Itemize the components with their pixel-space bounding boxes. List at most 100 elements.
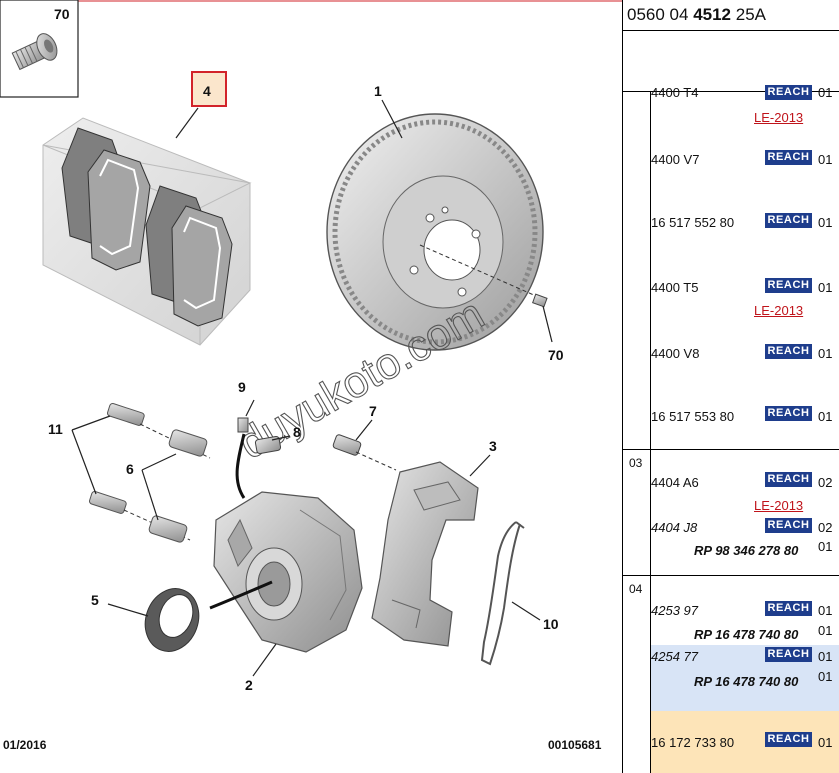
quantity: 01: [818, 735, 833, 750]
quantity: 01: [818, 649, 833, 664]
quantity: 01: [818, 409, 833, 424]
leader-11a: [71, 415, 111, 431]
bushing-upper[interactable]: [168, 429, 208, 457]
screw-axis: [419, 244, 537, 297]
reach-badge: REACH: [765, 278, 812, 293]
part-number[interactable]: 4400 T4: [651, 85, 699, 100]
leader-9: [245, 399, 255, 417]
quantity: 02: [818, 520, 833, 535]
alternate-part-number[interactable]: 4404 J8: [651, 520, 698, 535]
screw-70-inset[interactable]: [0, 0, 79, 98]
screw-70-disc[interactable]: [532, 293, 548, 308]
callout-9: 9: [238, 379, 246, 395]
bolt-axis: [355, 451, 397, 471]
leader-3: [469, 454, 491, 477]
leader-70: [542, 305, 553, 343]
part-number[interactable]: 16 517 553 80: [651, 409, 735, 424]
reach-badge: REACH: [765, 213, 812, 228]
part-number[interactable]: 16 517 552 80: [651, 215, 735, 230]
bushing-lower[interactable]: [148, 515, 188, 543]
diagram-id: 00105681: [548, 738, 602, 752]
leader-6a: [141, 453, 177, 471]
replacement-quantity: 01: [818, 669, 833, 684]
bleed-screw[interactable]: [237, 417, 249, 433]
quantity: 02: [818, 475, 833, 490]
caliper-carrier[interactable]: [371, 461, 479, 647]
part-number[interactable]: 16 172 733 80: [651, 735, 735, 750]
carrier-bolt[interactable]: [332, 434, 362, 456]
replacement-part-number[interactable]: RP 98 346 278 80: [694, 543, 799, 558]
diagram-canvas: 70 4: [0, 0, 622, 752]
quantity: 01: [818, 280, 833, 295]
callout-70-inset: 70: [54, 6, 70, 22]
reach-badge: REACH: [765, 601, 812, 616]
callout-8: 8: [293, 424, 301, 440]
callout-3: 3: [489, 438, 497, 454]
replacement-part-number[interactable]: RP 16 478 740 80: [694, 627, 799, 642]
callout-11: 11: [48, 421, 63, 437]
leader-4: [175, 107, 199, 139]
ref-bold: 4512: [693, 5, 732, 24]
diagram-date: 01/2016: [3, 738, 47, 752]
ref-prefix: 0560 04: [627, 5, 694, 24]
leader-11b: [71, 429, 97, 495]
callout-4-box[interactable]: 4: [191, 71, 227, 107]
guide-pin-upper[interactable]: [106, 403, 145, 426]
callout-1: 1: [374, 83, 382, 99]
group-number-03: 03: [629, 456, 643, 470]
reach-badge: REACH: [765, 732, 812, 747]
le-2013-note[interactable]: LE-2013: [754, 303, 804, 318]
callout-7: 7: [369, 403, 377, 419]
header-spacer: [623, 31, 839, 92]
parts-list: 03 04 4400 T4 REACH 01 LE-2013 4400 V7 R…: [623, 85, 839, 773]
part-number[interactable]: 4400 T5: [651, 280, 699, 295]
hose-banjo[interactable]: [254, 435, 282, 455]
le-2013-note[interactable]: LE-2013: [754, 110, 804, 125]
leader-6b: [141, 469, 159, 521]
group-column-divider: [650, 92, 651, 773]
guide-pin-lower[interactable]: [88, 491, 127, 514]
reach-badge: REACH: [765, 150, 812, 165]
brake-disc[interactable]: [326, 113, 544, 351]
alternate-part-number[interactable]: 4254 77: [651, 649, 698, 664]
piston-seal[interactable]: [137, 581, 208, 659]
exploded-diagram: 70 4: [0, 0, 622, 752]
replacement-quantity: 01: [818, 539, 833, 554]
brake-caliper[interactable]: [213, 491, 363, 653]
leader-8: [271, 435, 291, 441]
reach-badge: REACH: [765, 518, 812, 533]
reach-badge: REACH: [765, 406, 812, 421]
reach-badge: REACH: [765, 344, 812, 359]
leader-2: [252, 643, 277, 677]
reach-badge: REACH: [765, 472, 812, 487]
group-divider-04: [623, 575, 839, 576]
part-number[interactable]: 4400 V7: [651, 152, 700, 167]
leader-5: [107, 603, 149, 617]
leader-7: [355, 419, 373, 441]
reach-badge: REACH: [765, 85, 812, 100]
leader-1: [381, 99, 403, 139]
parts-panel: 0560 04 4512 25A 03 04 4400 T4 REACH 01 …: [622, 0, 839, 773]
anti-rattle-spring[interactable]: [480, 521, 525, 666]
brake-pads-kit[interactable]: [42, 117, 252, 346]
reach-badge: REACH: [765, 647, 812, 662]
leader-10: [511, 601, 541, 621]
callout-70-disc: 70: [548, 347, 564, 363]
callout-10: 10: [543, 616, 559, 632]
replacement-part-number[interactable]: RP 16 478 740 80: [694, 674, 799, 689]
quantity: 01: [818, 215, 833, 230]
part-number[interactable]: 4404 A6: [651, 475, 699, 490]
callout-2: 2: [245, 677, 253, 693]
ref-suffix: 25A: [731, 5, 766, 24]
replacement-quantity: 01: [818, 623, 833, 638]
part-number[interactable]: 4400 V8: [651, 346, 700, 361]
le-2013-note[interactable]: LE-2013: [754, 498, 804, 513]
callout-4: 4: [203, 83, 211, 99]
callout-6: 6: [126, 461, 134, 477]
quantity: 01: [818, 346, 833, 361]
reference-header: 0560 04 4512 25A: [623, 0, 839, 31]
group-divider-03: [623, 449, 839, 450]
group-number-04: 04: [629, 582, 643, 596]
quantity: 01: [818, 152, 833, 167]
alternate-part-number[interactable]: 4253 97: [651, 603, 698, 618]
